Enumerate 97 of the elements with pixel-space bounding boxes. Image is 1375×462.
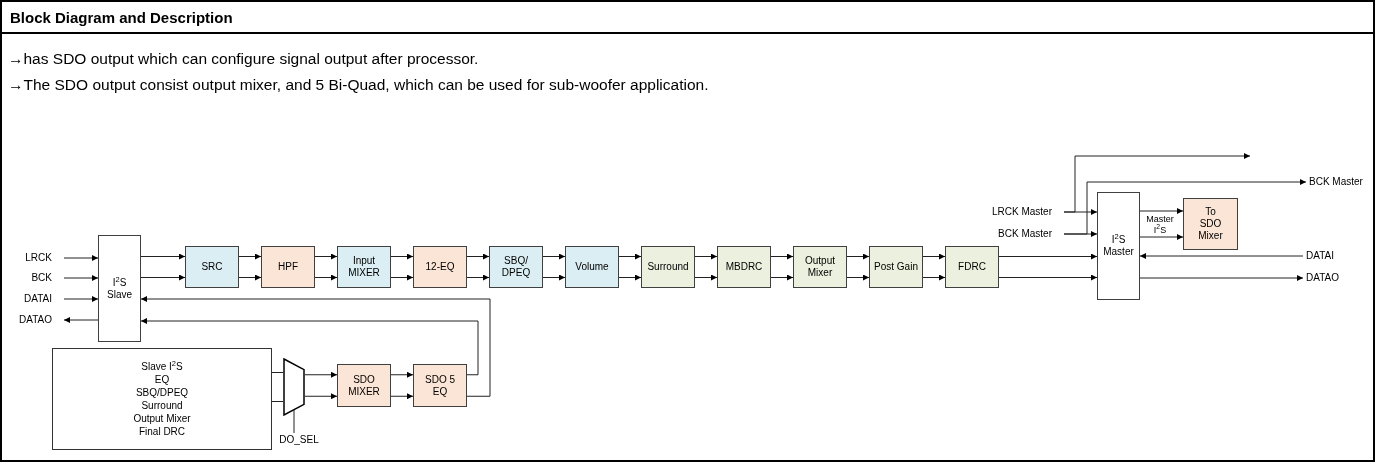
arrow <box>922 274 946 281</box>
block-label: Surround <box>647 261 689 273</box>
signal-label: DATAO <box>1306 272 1339 283</box>
arrow <box>542 253 566 260</box>
process-block <box>489 246 543 288</box>
block-label: To SDO Mixer <box>1197 206 1224 242</box>
arrow <box>998 274 1098 281</box>
arrow <box>314 253 338 260</box>
signal-label: Master I$^{2}$S <box>1145 214 1175 235</box>
arrow <box>618 274 642 281</box>
arrow <box>998 253 1098 260</box>
block-label: SRC <box>201 261 223 273</box>
block-label: Volume <box>575 261 609 273</box>
block-label: SBQ/ DPEQ <box>500 255 532 279</box>
description-text: →has SDO output which can configure signal output after processor. <box>8 49 479 69</box>
process-block <box>869 246 923 288</box>
description-text: →The SDO output consist output mixer, and 5 Bi-Quad, which can be used for sub-woofer application. <box>8 75 709 95</box>
function-list-box <box>52 348 272 450</box>
multiplexer-shape <box>283 358 305 416</box>
arrow <box>1139 253 1304 259</box>
arrow <box>314 274 338 281</box>
process-block <box>98 235 141 342</box>
process-block <box>413 364 467 407</box>
arrow <box>390 393 414 400</box>
arrow <box>304 371 338 378</box>
connector-line <box>271 372 284 373</box>
arrow <box>618 253 642 260</box>
signal-label: BCK Master <box>1309 176 1363 187</box>
arrow <box>542 274 566 281</box>
process-block <box>793 246 847 288</box>
process-block <box>261 246 315 288</box>
process-block <box>1097 192 1140 300</box>
arrow <box>304 393 338 400</box>
function-text: Final DRC <box>138 425 186 438</box>
arrow <box>63 296 99 302</box>
arrow <box>1063 153 1251 213</box>
arrow <box>770 274 794 281</box>
block-label: SDO 5 EQ <box>424 373 456 398</box>
block-label: MBDRC <box>725 261 763 273</box>
arrow <box>922 253 946 260</box>
header-title: Block Diagram and Description <box>10 8 233 28</box>
function-text: SBQ/DPEQ <box>135 386 189 399</box>
arrow <box>466 253 490 260</box>
connector-line <box>271 401 284 402</box>
arrow <box>63 317 99 323</box>
arrow <box>1139 234 1184 240</box>
function-text: Slave I$^{2}$S <box>141 360 183 373</box>
block-label: Input MIXER <box>347 255 381 279</box>
signal-label: DO_SEL <box>279 434 319 445</box>
process-block <box>717 246 771 288</box>
arrow <box>140 274 186 281</box>
arrow <box>63 255 99 261</box>
function-text: Surround <box>141 399 183 412</box>
process-block <box>413 246 467 288</box>
arrow <box>846 274 870 281</box>
block-label: SDO MIXER <box>347 373 381 398</box>
arrow <box>1063 179 1307 235</box>
signal-label: DATAO <box>19 314 52 325</box>
process-block <box>565 246 619 288</box>
block-label: Post Gain <box>874 261 918 273</box>
process-block <box>337 246 391 288</box>
arrow <box>466 274 490 281</box>
block-label: I$^{2}$S Slave <box>106 276 133 301</box>
process-block <box>185 246 239 288</box>
signal-label: DATAI <box>24 293 52 304</box>
block-label: Output Mixer <box>804 255 836 279</box>
process-block <box>1183 198 1238 250</box>
arrow <box>390 371 414 378</box>
arrow <box>694 253 718 260</box>
process-block <box>945 246 999 288</box>
signal-label: BCK Master <box>998 228 1052 239</box>
block-label: 12-EQ <box>425 261 455 273</box>
signal-label: BCK <box>31 272 52 283</box>
arrow <box>238 253 262 260</box>
function-text: EQ <box>154 373 170 386</box>
signal-label: LRCK <box>25 252 52 263</box>
arrow <box>63 275 99 281</box>
connector-line <box>293 409 295 434</box>
arrow <box>140 296 491 397</box>
process-block <box>641 246 695 288</box>
block-label: FDRC <box>958 261 986 273</box>
arrow <box>1139 275 1304 281</box>
arrow <box>140 318 479 376</box>
block-label: I$^{2}$S Master <box>1102 234 1135 258</box>
arrow <box>770 253 794 260</box>
process-block <box>337 364 391 407</box>
function-text: Output Mixer <box>133 412 191 425</box>
block-label: HPF <box>278 261 298 273</box>
signal-label: LRCK Master <box>992 206 1052 217</box>
arrow <box>238 274 262 281</box>
arrow <box>390 253 414 260</box>
signal-label: DATAI <box>1306 250 1334 261</box>
arrow <box>1139 208 1184 214</box>
arrow <box>846 253 870 260</box>
arrow <box>390 274 414 281</box>
arrow <box>694 274 718 281</box>
arrow <box>140 253 186 260</box>
